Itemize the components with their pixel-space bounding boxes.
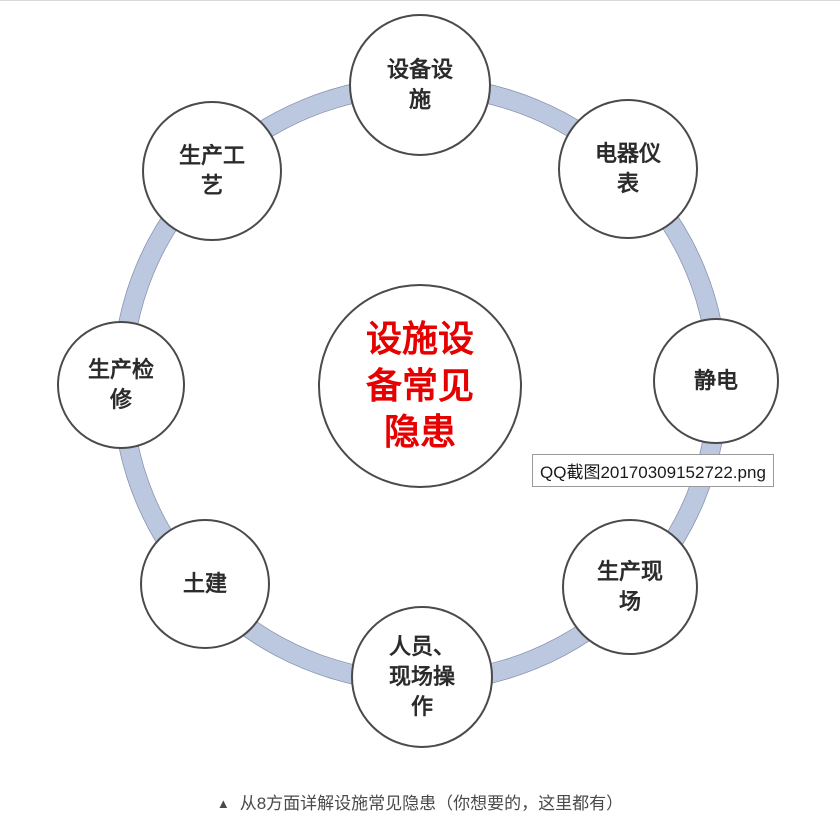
node-label: 生产现场	[596, 559, 663, 614]
node-label: 人员、现场操作	[388, 634, 455, 719]
node-label: 静电	[693, 368, 738, 394]
figure-caption: ▲ 从8方面详解设施常见隐患（你想要的，这里都有）	[0, 789, 840, 814]
node-label: 土建	[182, 571, 227, 597]
node-electrical-instruments: 电器仪表	[558, 99, 698, 239]
node-civil-construction: 土建	[140, 519, 270, 649]
node-production-maintenance: 生产检修	[57, 321, 185, 449]
screenshot-filename-overlay: QQ截图20170309152722.png	[532, 454, 774, 487]
node-label: 生产检修	[87, 357, 154, 412]
node-static-electricity: 静电	[653, 318, 779, 444]
center-label: 设施设备常见隐患	[365, 317, 474, 453]
caption-text: 从8方面详解设施常见隐患（你想要的，这里都有）	[239, 794, 624, 813]
node-production-site: 生产现场	[562, 519, 698, 655]
node-label: 设备设施	[386, 57, 453, 112]
triangle-marker-icon: ▲	[216, 796, 230, 811]
node-label: 电器仪表	[594, 141, 661, 196]
node-label: 生产工艺	[178, 143, 245, 198]
node-equipment-facilities: 设备设施	[349, 14, 491, 156]
node-personnel-operation: 人员、现场操作	[351, 606, 493, 748]
center-node: 设施设备常见隐患	[318, 284, 522, 488]
node-production-process: 生产工艺	[142, 101, 282, 241]
